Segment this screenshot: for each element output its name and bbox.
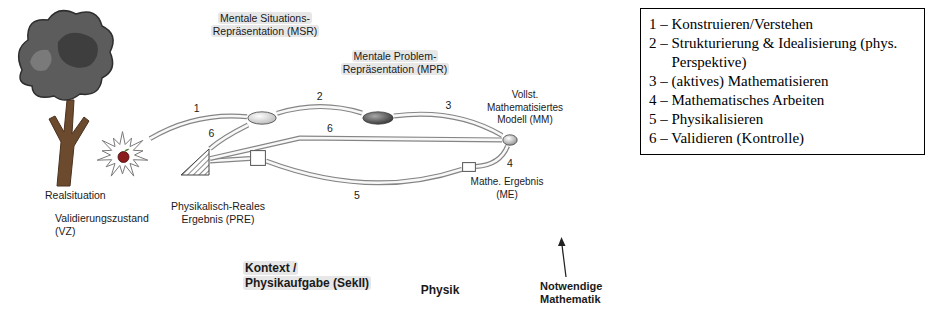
step-number: 4 xyxy=(507,157,513,169)
label-slot: Notwendige Mathematik xyxy=(540,280,628,306)
node-label: Validierungszustand (VZ) xyxy=(55,212,149,237)
mpr-oval-shape xyxy=(362,111,394,125)
node-label: Mentale Problem-Repräsentation (MPR) xyxy=(341,50,449,75)
sphere-outline xyxy=(29,0,371,325)
node-label: Vollst. Mathematisiertes Modell (MM) xyxy=(487,89,563,125)
vz-triangle-shape xyxy=(180,148,210,176)
node-label: Physik xyxy=(421,283,460,297)
cycle-connector xyxy=(210,125,248,149)
label-slot: Mathe. Ergebnis (ME) xyxy=(462,176,552,201)
legend-item: 3 – (aktives) Mathematisieren xyxy=(649,72,916,91)
label-slot: Realsituation xyxy=(45,189,135,202)
label-slot: Validierungszustand (VZ) xyxy=(55,212,165,238)
math-sphere: Notwendige MathematikVollst. Mathematisi… xyxy=(442,85,602,245)
cycle-connector xyxy=(266,161,462,183)
cycle-connector xyxy=(476,146,508,167)
legend-box: 1 – Konstruieren/Verstehen2 – Strukturie… xyxy=(640,8,925,155)
real-situation-star: Realsituation xyxy=(95,130,150,180)
station-oval xyxy=(363,112,393,124)
edge-label-slot: 6 xyxy=(327,122,333,134)
apple xyxy=(118,152,129,163)
tree-crown-shade xyxy=(58,33,98,68)
msr-oval-shape xyxy=(247,111,277,125)
edge-label-slot: 3 xyxy=(446,99,452,111)
tree-crown-light xyxy=(30,50,52,71)
connector-core xyxy=(266,161,462,183)
node-label: Physikalisch-Reales Ergebnis (PRE) xyxy=(171,200,265,225)
step-number: 5 xyxy=(354,189,360,201)
leader-arrow-line xyxy=(562,245,566,277)
connector-outline xyxy=(394,114,502,135)
step-number: 1 xyxy=(194,102,200,114)
legend-item: 6 – Validieren (Kontrolle) xyxy=(649,129,916,148)
connector-outline xyxy=(277,107,362,114)
station-oval xyxy=(503,135,517,145)
leader-arrow-head xyxy=(558,237,566,246)
connector-core xyxy=(394,114,502,135)
connector-outline xyxy=(476,146,508,167)
label-slot: Physikalisch-Reales Ergebnis (PRE) xyxy=(168,200,268,226)
step-number: 6 xyxy=(209,127,215,139)
tree-trunk xyxy=(49,100,89,186)
edge-label-slot: 5 xyxy=(354,189,360,201)
cycle-connector xyxy=(394,114,502,135)
mm-ball: Vollst. Mathematisiertes Modell (MM) xyxy=(502,134,518,146)
me-square-shape xyxy=(462,162,476,172)
station-triangle xyxy=(181,149,209,175)
label-slot: Vollst. Mathematisiertes Modell (MM) xyxy=(475,89,575,127)
context-sphere: Kontext / Physikaufgabe (SekII) Realsitua… xyxy=(28,0,372,325)
mm-ball-shape xyxy=(502,134,518,146)
connector-core xyxy=(476,146,508,167)
pre-square: Physikalisch-Reales Ergebnis (PRE) xyxy=(250,150,266,166)
legend-item: 4 – Mathematisches Arbeiten xyxy=(649,91,916,110)
me-square: Mathe. Ergebnis (ME) xyxy=(462,162,476,172)
step-number: 3 xyxy=(446,99,452,111)
connector-outline xyxy=(266,161,462,183)
edge-label-slot: 2 xyxy=(317,90,323,102)
burst-star xyxy=(97,132,148,177)
connector-outline xyxy=(210,125,248,149)
node-label: Kontext / Physikaufgabe (SekII) xyxy=(243,261,371,290)
connector-core xyxy=(277,107,362,114)
edge-label-slot: 1 xyxy=(194,102,200,114)
pre-square-shape xyxy=(250,150,266,166)
node-label: Notwendige Mathematik xyxy=(540,280,602,305)
station-square xyxy=(463,163,476,172)
label-slot: Kontext / Physikaufgabe (SekII) xyxy=(243,261,375,291)
node-label: Mentale Situations-Repräsentation (MSR) xyxy=(211,12,319,37)
station-square xyxy=(251,151,266,166)
legend-item: 2 – Strukturierung & Idealisierung (phys… xyxy=(649,34,916,72)
vz-triangle: Validierungszustand (VZ) xyxy=(180,148,210,176)
legend-item: 1 – Konstruieren/Verstehen xyxy=(649,15,916,34)
station-oval xyxy=(248,112,276,124)
step-number: 6 xyxy=(327,122,333,134)
edge-label-slot: 6 xyxy=(209,127,215,139)
edge-label-slot: 4 xyxy=(507,157,513,169)
connector-core xyxy=(210,125,248,149)
legend-item: 5 – Physikalisieren xyxy=(649,110,916,129)
apple-leaf xyxy=(124,149,130,152)
real-situation-star-shape xyxy=(95,130,150,180)
label-slot: Physik xyxy=(400,283,480,298)
node-label: Realsituation xyxy=(45,189,106,201)
step-number: 2 xyxy=(317,90,323,102)
sphere-outline xyxy=(443,86,601,244)
sphere-outline xyxy=(271,26,569,324)
msr-oval: Mentale Situations-Repräsentation (MSR) xyxy=(247,111,277,125)
cycle-connector xyxy=(277,107,362,114)
label-slot: Mentale Situations-Repräsentation (MSR) xyxy=(200,12,330,38)
mpr-oval: Mentale Problem-Repräsentation (MPR) xyxy=(362,111,394,125)
node-label: Mathe. Ergebnis (ME) xyxy=(471,176,544,200)
label-slot: Mentale Problem-Repräsentation (MPR) xyxy=(335,50,455,76)
tree-crown xyxy=(19,11,113,100)
